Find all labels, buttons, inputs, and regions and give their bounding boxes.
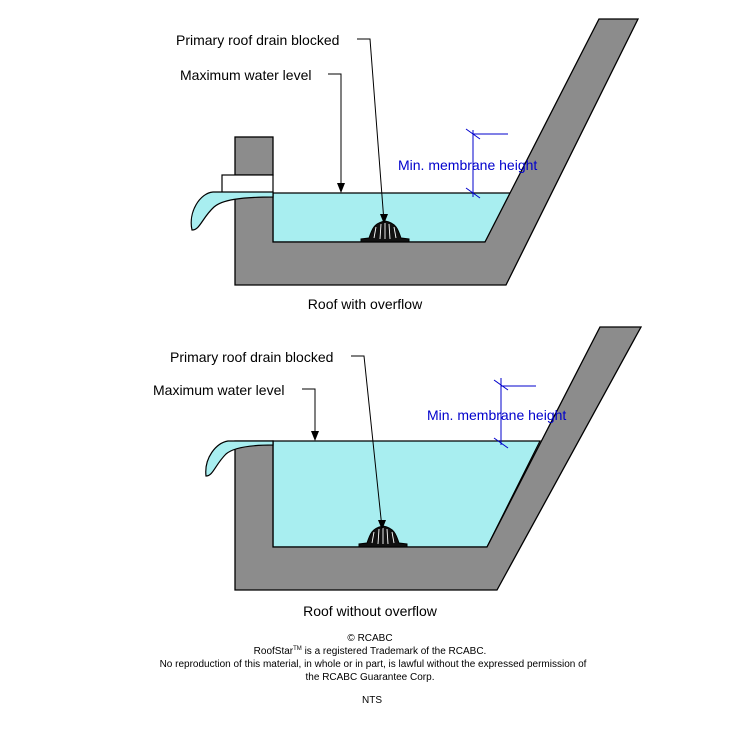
caption-with-overflow: Roof with overflow bbox=[308, 296, 423, 312]
membrane-dimension-bottom bbox=[493, 378, 536, 449]
label-drain-blocked-top: Primary roof drain blocked bbox=[176, 32, 339, 48]
roof-structure-top bbox=[234, 18, 640, 286]
trademark-text: RoofStarTM is a registered Trademark of … bbox=[254, 646, 487, 657]
overflow-stream-bottom bbox=[205, 440, 274, 477]
arrow-drain-top bbox=[380, 214, 388, 224]
arrow-water-bottom bbox=[311, 431, 319, 441]
overflow-scupper-box bbox=[234, 136, 274, 176]
label-membrane-bottom: Min. membrane height bbox=[427, 407, 566, 423]
label-max-water-top: Maximum water level bbox=[180, 67, 311, 83]
trademark-name: RoofStar bbox=[254, 646, 294, 657]
label-membrane-top: Min. membrane height bbox=[398, 157, 537, 173]
arrow-water-top bbox=[337, 183, 345, 193]
label-max-water-bottom: Maximum water level bbox=[153, 382, 284, 398]
leader-drain-bottom bbox=[351, 355, 383, 529]
footer-notice: © RCABC RoofStarTM is a registered Trade… bbox=[160, 633, 587, 706]
reproduction-notice-line1: No reproduction of this material, in who… bbox=[160, 659, 587, 670]
overflow-stream-top bbox=[190, 191, 274, 231]
arrow-drain-bottom bbox=[378, 520, 386, 530]
trademark-symbol: TM bbox=[293, 646, 302, 652]
diagram-without-overflow: Primary roof drain blocked Maximum water… bbox=[153, 326, 643, 619]
scale-note: NTS bbox=[362, 695, 382, 706]
membrane-dimension-top bbox=[465, 128, 508, 199]
trademark-statement: is a registered Trademark of the RCABC. bbox=[302, 646, 487, 657]
leader-water-top bbox=[328, 73, 342, 190]
leader-drain-top bbox=[357, 38, 385, 223]
leader-water-bottom bbox=[302, 388, 316, 438]
reproduction-notice-line2: the RCABC Guarantee Corp. bbox=[306, 672, 435, 683]
diagram-with-overflow: Primary roof drain blocked Maximum water… bbox=[176, 18, 640, 312]
caption-without-overflow: Roof without overflow bbox=[303, 603, 438, 619]
roof-structure-bottom bbox=[234, 326, 643, 591]
overflow-outlet bbox=[221, 174, 274, 194]
label-drain-blocked-bottom: Primary roof drain blocked bbox=[170, 349, 333, 365]
copyright-text: © RCABC bbox=[347, 633, 392, 644]
